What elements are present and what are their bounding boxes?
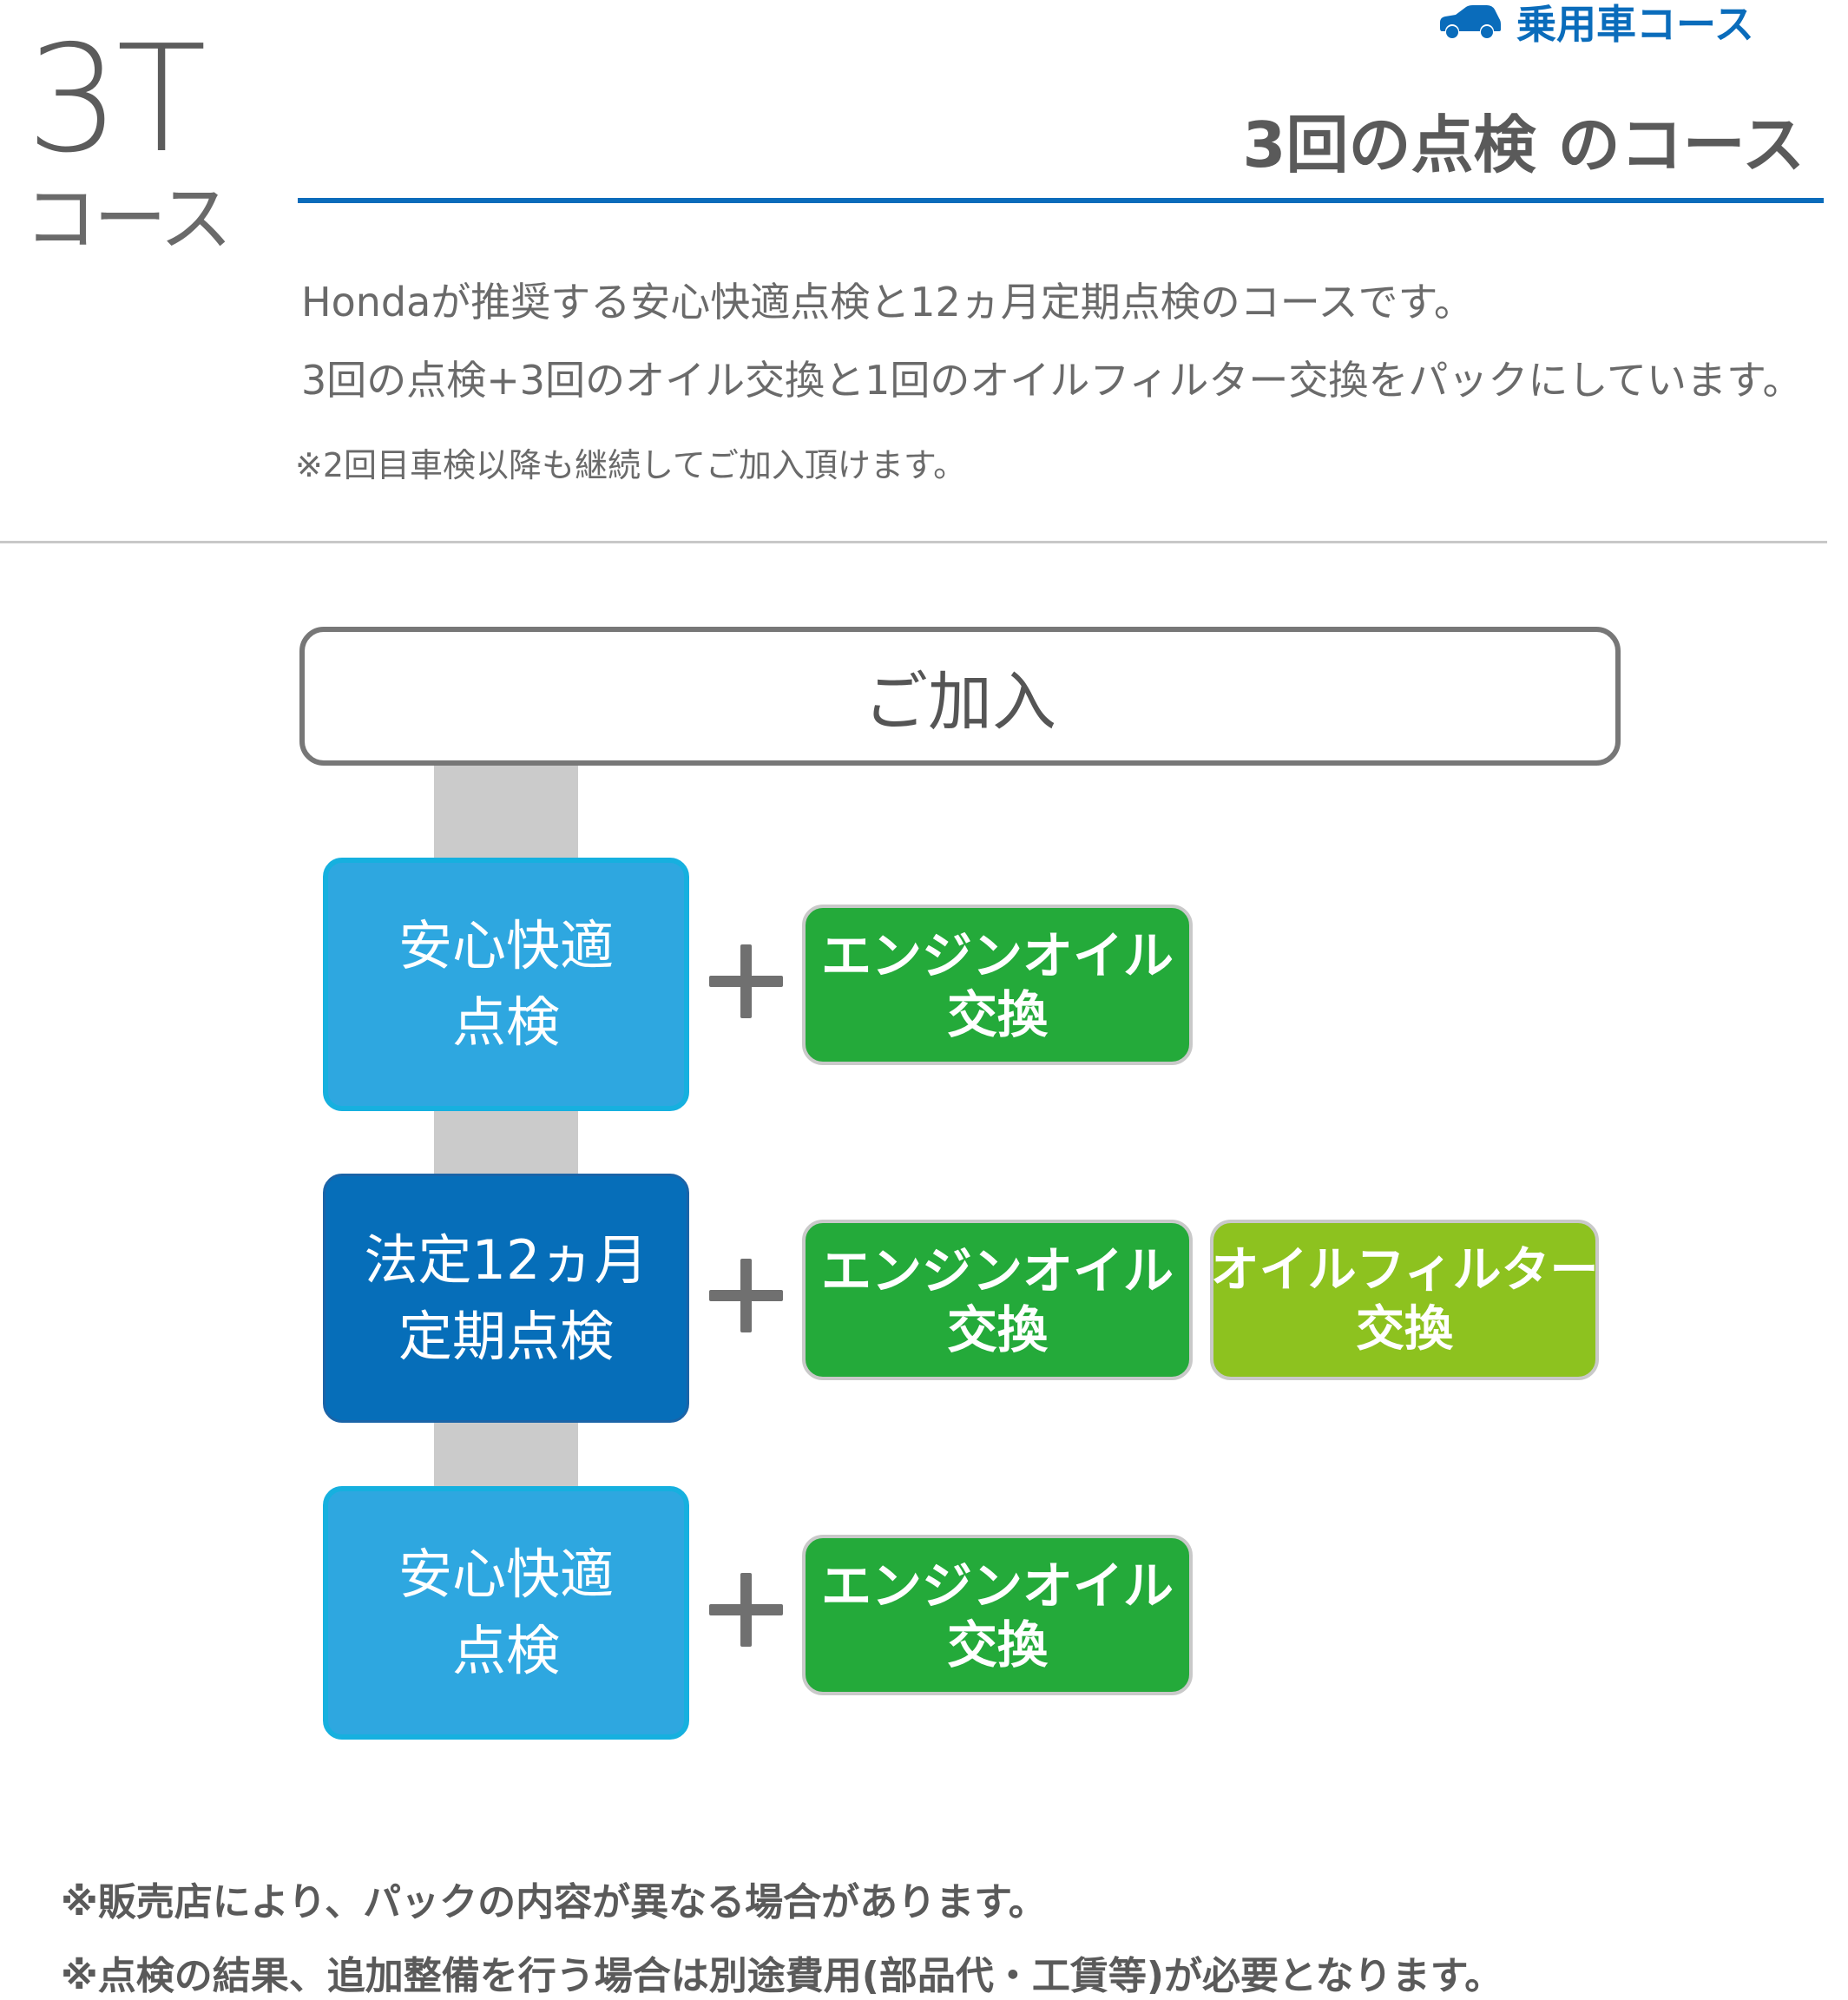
footnote-1: ※販売店により、パックの内容が異なる場合があります。 bbox=[61, 1880, 1047, 1924]
addon-engine-oil-change: エンジンオイル 交換 bbox=[802, 1220, 1193, 1380]
plus-icon bbox=[709, 1573, 783, 1647]
course-category-badge: 乗用車コース bbox=[1437, 0, 1754, 48]
addon-label-line-1: エンジンオイル bbox=[820, 1240, 1174, 1300]
course-code: 3T bbox=[26, 14, 207, 186]
footnote-2: ※点検の結果、追加整備を行う場合は別途費用(部品代・工賃等)が必要となります。 bbox=[61, 1954, 1503, 1998]
step-label-line-2: 点検 bbox=[451, 990, 560, 1054]
title-underline bbox=[298, 198, 1824, 203]
description-line-2: 3回の点検+3回のオイル交換と1回のオイルフィルター交換をパックにしています。 bbox=[301, 357, 1803, 404]
description-line-1: Hondaが推奨する安心快適点検と12ヵ月定期点検のコースです。 bbox=[301, 279, 1474, 326]
addon-label-line-2: 交換 bbox=[946, 1299, 1048, 1359]
step-legal-12-month-inspection: 法定12ヵ月 定期点検 bbox=[323, 1174, 689, 1423]
addon-engine-oil-change: エンジンオイル 交換 bbox=[802, 905, 1193, 1065]
join-box: ご加入 bbox=[299, 627, 1621, 766]
course-title: 3回の点検 のコース bbox=[1242, 109, 1805, 181]
step-label-line-1: 安心快適 bbox=[398, 1543, 614, 1606]
section-divider bbox=[0, 541, 1827, 543]
continuation-note: ※2回目車検以降も継続してご加入頂けます。 bbox=[295, 446, 967, 484]
step-label-line-1: 安心快適 bbox=[398, 914, 614, 977]
plus-icon bbox=[709, 1259, 783, 1332]
addon-label-line-2: 交換 bbox=[946, 984, 1048, 1044]
addon-label-line-2: 交換 bbox=[946, 1615, 1048, 1674]
plus-icon bbox=[709, 944, 783, 1018]
car-icon bbox=[1437, 3, 1503, 40]
addon-label-line-1: エンジンオイル bbox=[820, 1556, 1174, 1615]
step-label-line-2: 定期点検 bbox=[398, 1304, 614, 1368]
course-word: コース bbox=[24, 176, 233, 261]
step-anshin-inspection-1: 安心快適 点検 bbox=[323, 858, 689, 1111]
step-label-line-2: 点検 bbox=[451, 1619, 560, 1682]
addon-engine-oil-change: エンジンオイル 交換 bbox=[802, 1535, 1193, 1695]
addon-label-line-1: エンジンオイル bbox=[820, 925, 1174, 985]
step-anshin-inspection-2: 安心快適 点検 bbox=[323, 1486, 689, 1740]
step-label-line-1: 法定12ヵ月 bbox=[364, 1227, 648, 1292]
addon-label-line-2: 交換 bbox=[1356, 1300, 1453, 1358]
addon-oil-filter-change: オイルフィルター 交換 bbox=[1210, 1220, 1599, 1380]
badge-label: 乗用車コース bbox=[1516, 1, 1754, 48]
addon-label-line-1: オイルフィルター bbox=[1210, 1241, 1599, 1299]
